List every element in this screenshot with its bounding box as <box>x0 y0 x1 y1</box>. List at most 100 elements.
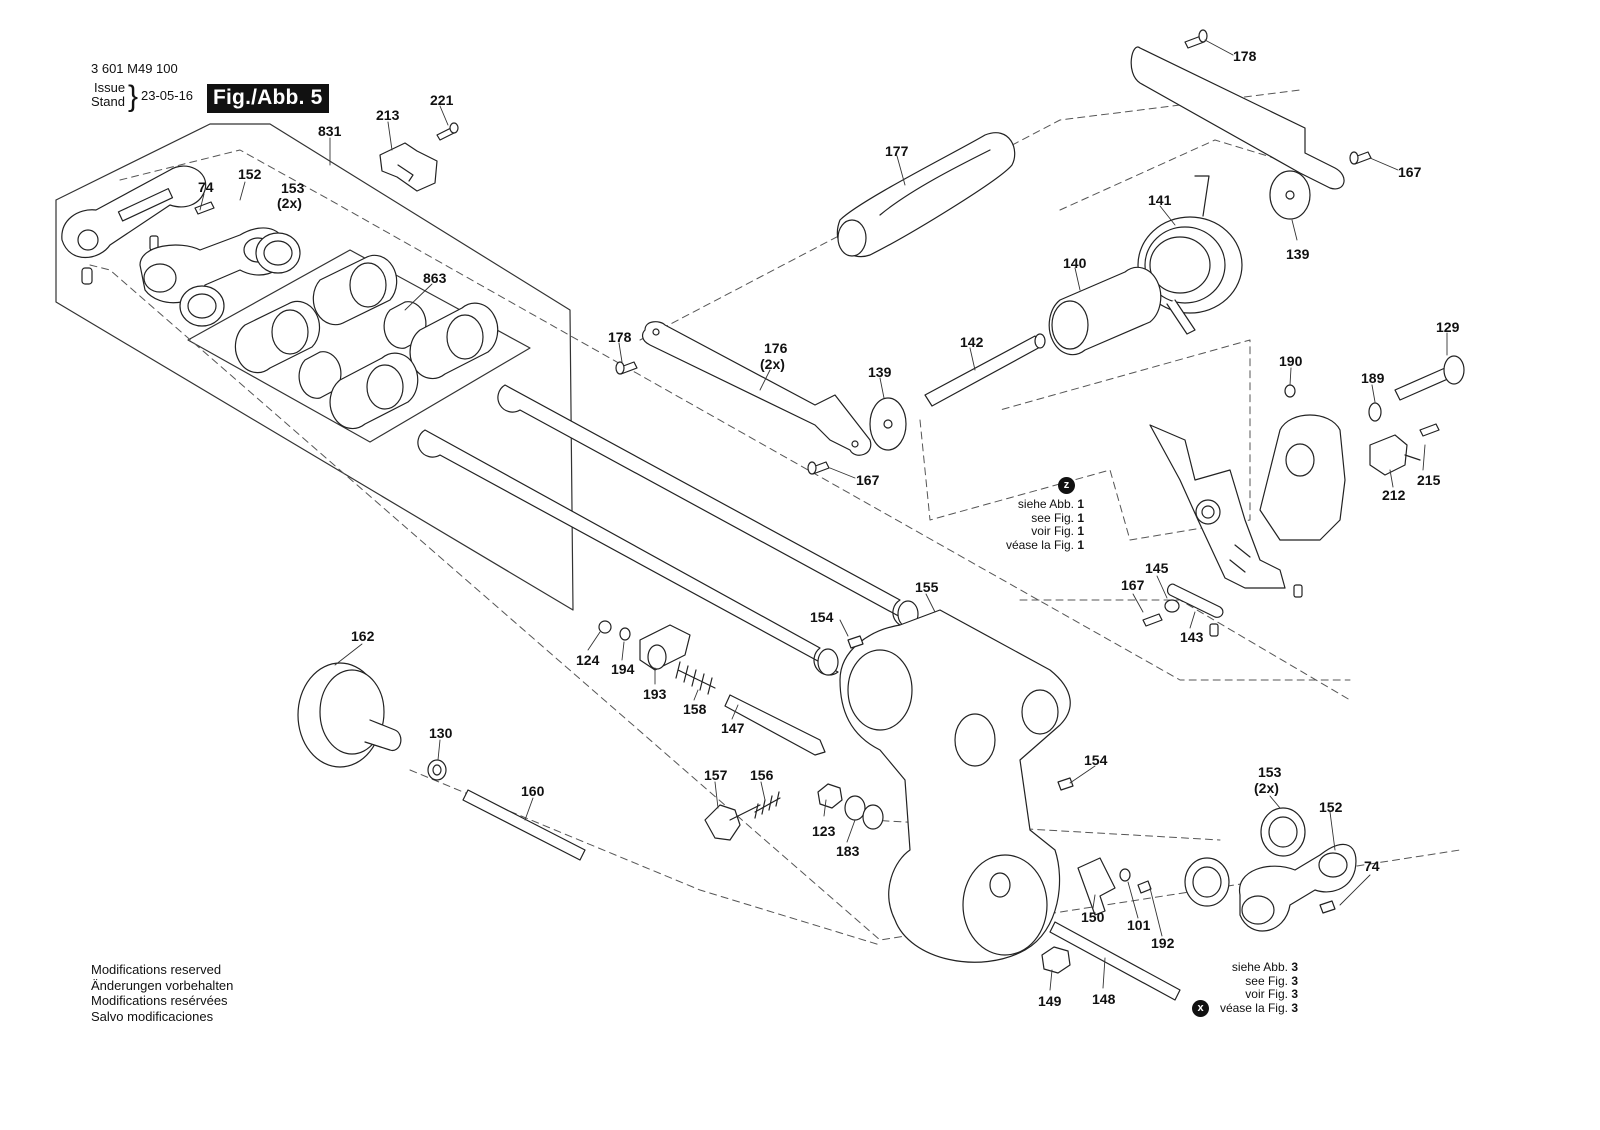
knob-162 <box>297 662 402 768</box>
washer-190 <box>1284 384 1296 398</box>
callout-212: 212 <box>1382 487 1406 503</box>
roller-140 <box>1048 266 1162 356</box>
end-plate-left <box>61 165 215 285</box>
callout-189: 189 <box>1361 370 1385 386</box>
callout-124: 124 <box>576 652 600 668</box>
ref-x-block: siehe Abb. 3 see Fig. 3 voir Fig. 3 véas… <box>1200 960 1298 1015</box>
part-143 <box>1166 583 1224 618</box>
screw-167b <box>807 461 830 475</box>
bracket-right <box>1149 414 1346 589</box>
callout-143: 143 <box>1180 629 1204 645</box>
top-plate <box>1130 46 1345 190</box>
callout-831: 831 <box>318 123 342 139</box>
disc-139b <box>869 397 907 451</box>
callout-192: 192 <box>1151 935 1175 951</box>
callout-162: 162 <box>351 628 375 644</box>
callout-193: 193 <box>643 686 667 702</box>
screw-154a <box>847 635 864 649</box>
rollers-863 <box>234 254 499 430</box>
callout-130: 130 <box>429 725 453 741</box>
ref-x-marker: x <box>1192 1000 1209 1017</box>
callout-155: 155 <box>915 579 939 595</box>
assembly-line-g <box>869 819 1221 841</box>
callout-157: 157 <box>704 767 728 783</box>
clip-193 <box>639 624 691 671</box>
callout-74-left: 74 <box>198 179 214 195</box>
callout-154-upper: 154 <box>810 609 834 625</box>
assembly-line-b <box>89 264 1461 941</box>
washer-153a <box>179 232 301 327</box>
callout-213: 213 <box>376 107 400 123</box>
footer-notes: Modifications reserved Änderungen vorbeh… <box>91 962 233 1024</box>
stand-label: Stand <box>91 94 125 109</box>
bolt-129 <box>1394 355 1465 401</box>
rod-160 <box>462 789 586 861</box>
callout-123: 123 <box>812 823 836 839</box>
callout-153-right: 153 <box>1258 764 1282 780</box>
pin-147 <box>724 694 826 756</box>
clip-213 <box>379 142 438 192</box>
callout-177: 177 <box>885 143 909 159</box>
callout-140: 140 <box>1063 255 1087 271</box>
callout-149: 149 <box>1038 993 1062 1009</box>
knob-157 <box>704 804 761 841</box>
callout-150: 150 <box>1081 909 1105 925</box>
handle-177 <box>836 132 1016 258</box>
assembly-line-e <box>1019 599 1351 701</box>
ref-z-marker: z <box>1058 477 1075 494</box>
callout-141: 141 <box>1148 192 1172 208</box>
callout-178-mid: 178 <box>608 329 632 345</box>
callout-147: 147 <box>721 720 745 736</box>
ref-x-line-1: siehe Abb. 3 <box>1231 960 1298 974</box>
callout-221: 221 <box>430 92 454 108</box>
callout-152-right: 152 <box>1319 799 1343 815</box>
strap-176 <box>642 321 872 456</box>
small-parts-124-194 <box>598 620 631 641</box>
screw-178b <box>615 361 638 375</box>
callout-101: 101 <box>1127 917 1151 933</box>
clip-212 <box>1369 434 1421 476</box>
assembly-frame-831 <box>55 123 574 611</box>
callout-167-bracket: 167 <box>1121 577 1145 593</box>
ref-z-line-4: véase la Fig. 1 <box>1005 537 1084 552</box>
callout-156: 156 <box>750 767 774 783</box>
footer-line-en: Modifications reserved <box>91 962 222 977</box>
screw-154b <box>1057 777 1074 791</box>
callout-74-right: 74 <box>1364 858 1380 874</box>
ring-189 <box>1368 402 1382 422</box>
screw-178a <box>1184 29 1208 49</box>
spring-156 <box>754 791 781 819</box>
callout-863: 863 <box>423 270 447 286</box>
spring-158 <box>675 661 716 695</box>
link-plate-152b <box>1239 843 1357 932</box>
callout-176-qty: (2x) <box>760 356 785 372</box>
callout-176: 176 <box>764 340 788 356</box>
screw-167c <box>1142 613 1163 627</box>
ref-z-block: siehe Abb. 1 see Fig. 1 voir Fig. 1 véas… <box>960 497 1084 552</box>
assembly-line-c <box>639 89 1301 341</box>
ref-x-line-4: véase la Fig. 3 <box>1219 1000 1298 1015</box>
callout-139-top: 139 <box>1286 246 1310 262</box>
callout-129: 129 <box>1436 319 1460 335</box>
washers-153b <box>1184 807 1306 907</box>
screw-167a <box>1349 151 1372 165</box>
washer-101 <box>1119 868 1131 882</box>
ref-x-line-3: voir Fig. 3 <box>1245 987 1298 1001</box>
callout-153-left-qty: (2x) <box>277 195 302 211</box>
washer-145 <box>1164 599 1180 613</box>
callout-158: 158 <box>683 701 707 717</box>
screw-221 <box>436 122 459 141</box>
callout-148: 148 <box>1092 991 1116 1007</box>
callout-167-top: 167 <box>1398 164 1422 180</box>
callout-153-right-qty: (2x) <box>1254 780 1279 796</box>
callout-167-mid: 167 <box>856 472 880 488</box>
callout-152-left: 152 <box>238 166 262 182</box>
callout-183: 183 <box>836 843 860 859</box>
washers-183 <box>844 795 884 830</box>
plate-150 <box>1077 857 1116 916</box>
pins <box>1209 584 1303 637</box>
callout-142: 142 <box>960 334 984 350</box>
footer-line-es: Salvo modificaciones <box>91 1008 214 1024</box>
ref-z-line-1: siehe Abb. 1 <box>1017 497 1084 511</box>
